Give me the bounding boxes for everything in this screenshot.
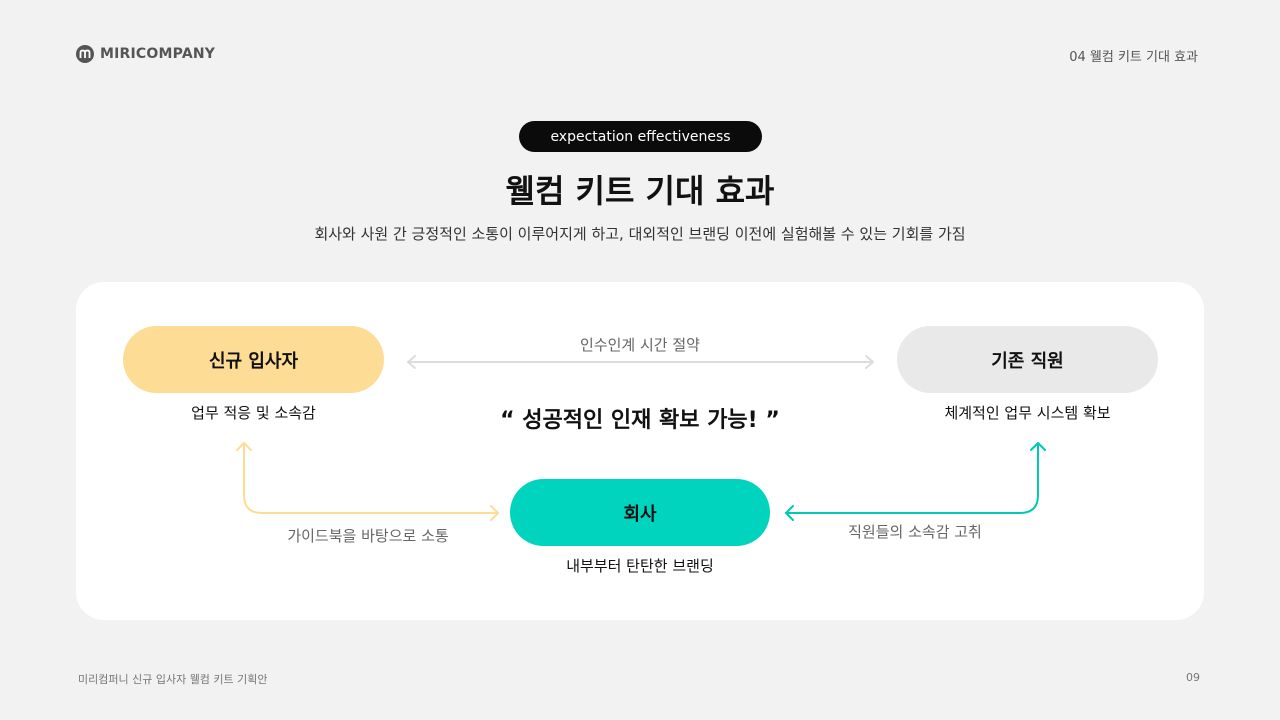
- edge-label-left: 가이드북을 바탕으로 소통: [287, 527, 449, 545]
- brand-logo-icon: [76, 45, 94, 63]
- caption-new-hire: 업무 적응 및 소속감: [191, 404, 316, 422]
- arrow-right: [785, 442, 1046, 521]
- node-new-hire: 신규 입사자: [123, 326, 384, 393]
- arrow-top-double: [407, 355, 874, 369]
- edge-label-right: 직원들의 소속감 고취: [848, 523, 982, 541]
- page-subtitle: 회사와 사원 간 긍정적인 소통이 이루어지게 하고, 대외적인 브랜딩 이전에…: [314, 225, 966, 243]
- brand: MIRICOMPANY: [76, 45, 215, 63]
- caption-existing-staff: 체계적인 업무 시스템 확보: [944, 404, 1111, 422]
- edge-label-top: 인수인계 시간 절약: [580, 336, 700, 354]
- brand-name: MIRICOMPANY: [100, 46, 216, 62]
- node-existing-staff: 기존 직원: [897, 326, 1158, 393]
- page-title: 웰컴 키트 기대 효과: [505, 172, 775, 210]
- page-number: 09: [1186, 671, 1200, 684]
- arrow-left: [236, 442, 499, 521]
- section-label: 04 웰컴 키트 기대 효과: [1069, 50, 1198, 65]
- footer-document-title: 미리컴퍼니 신규 입사자 웰컴 키트 기획안: [78, 673, 268, 686]
- node-company: 회사: [510, 479, 770, 546]
- subtitle-pill: expectation effectiveness: [519, 121, 762, 152]
- center-quote: “ 성공적인 인재 확보 가능! ”: [500, 408, 780, 433]
- caption-company: 내부부터 탄탄한 브랜딩: [566, 557, 714, 575]
- logo-m-glyph: [79, 49, 91, 58]
